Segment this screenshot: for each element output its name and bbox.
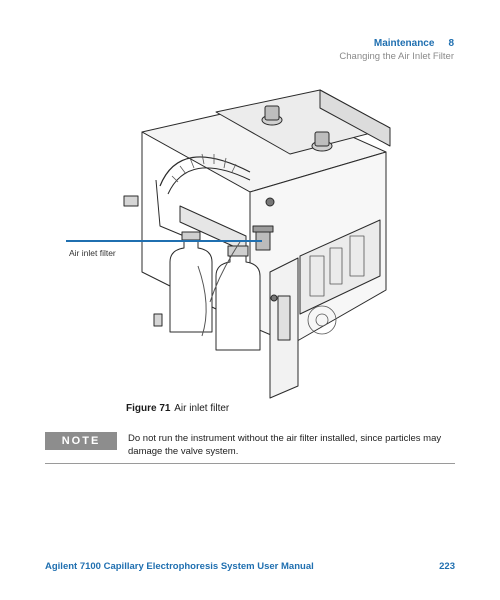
figure-caption-text: Air inlet filter bbox=[174, 403, 230, 414]
note-divider bbox=[45, 463, 455, 464]
instrument-illustration bbox=[123, 89, 391, 399]
callout-label: Air inlet filter bbox=[69, 248, 116, 258]
note-label: NOTE bbox=[45, 432, 117, 450]
chapter-title: Maintenance bbox=[373, 38, 435, 49]
section-title: Changing the Air Inlet Filter bbox=[339, 51, 454, 62]
callout-leader-line bbox=[66, 240, 262, 242]
note-text: Do not run the instrument without the ai… bbox=[128, 433, 442, 457]
figure-number: Figure 71 bbox=[126, 403, 171, 414]
footer-manual-title: Agilent 7100 Capillary Electrophoresis S… bbox=[45, 561, 314, 572]
chapter-header: Maintenance 8 bbox=[374, 38, 454, 49]
figure-caption: Figure 71 Air inlet filter bbox=[126, 403, 229, 414]
footer-page-number: 223 bbox=[439, 561, 455, 572]
chapter-number: 8 bbox=[448, 38, 454, 49]
